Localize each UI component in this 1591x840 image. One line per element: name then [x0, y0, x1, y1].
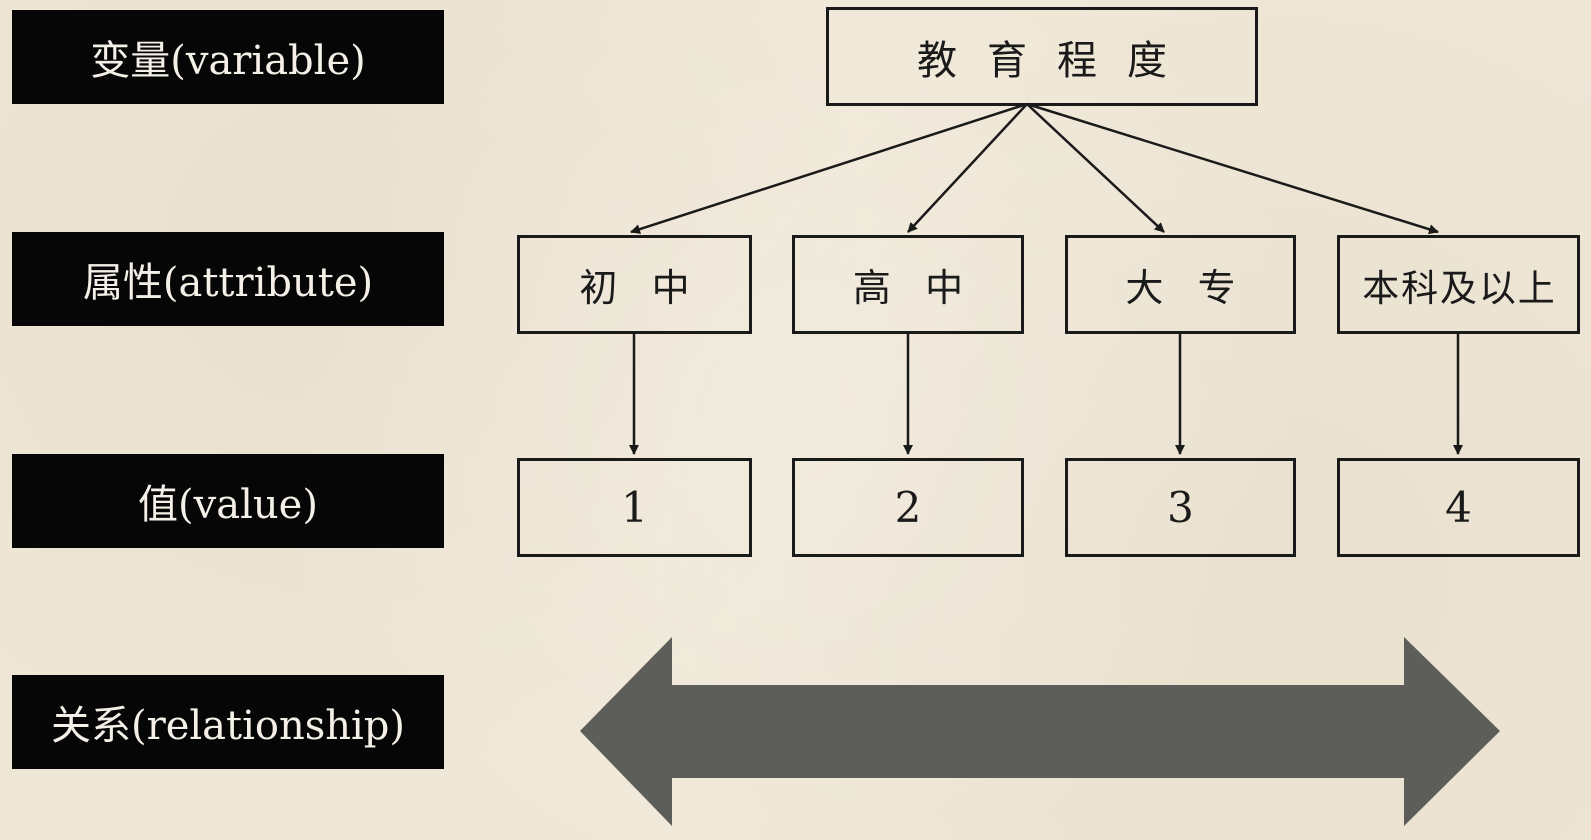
attribute-node-junior-high: 初中	[517, 235, 752, 334]
row-label-value: 值(value)	[12, 454, 444, 548]
relationship-double-arrow	[580, 637, 1500, 826]
attribute-node-bachelor-and-above: 本科及以上	[1337, 235, 1580, 334]
connector-root-to-attr-4	[1026, 102, 1439, 235]
attribute-node-junior-college: 大专	[1065, 235, 1296, 334]
value-node-2: 2	[792, 458, 1024, 557]
connector-root-to-attr-3	[1026, 103, 1165, 233]
connector-root-to-attr-2	[907, 103, 1028, 233]
variable-node-education-level: 教育程度	[826, 7, 1258, 106]
row-label-relationship: 关系(relationship)	[12, 675, 444, 769]
value-node-1: 1	[517, 458, 752, 557]
value-node-4: 4	[1337, 458, 1580, 557]
attribute-node-senior-high: 高中	[792, 235, 1024, 334]
row-label-variable: 变量(variable)	[12, 10, 444, 104]
connector-root-to-attr-1	[630, 102, 1028, 234]
row-label-attribute: 属性(attribute)	[12, 232, 444, 326]
value-node-3: 3	[1065, 458, 1296, 557]
